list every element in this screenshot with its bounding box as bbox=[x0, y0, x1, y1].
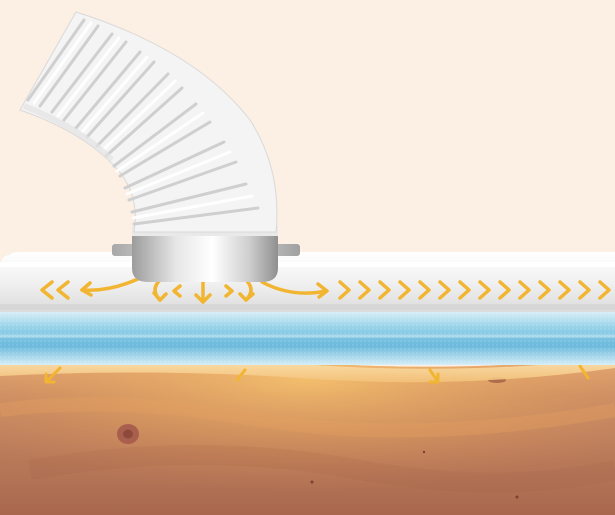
blanket-air-chamber bbox=[0, 252, 615, 312]
hose-nozzle bbox=[112, 226, 300, 282]
patient-torso bbox=[0, 355, 615, 515]
